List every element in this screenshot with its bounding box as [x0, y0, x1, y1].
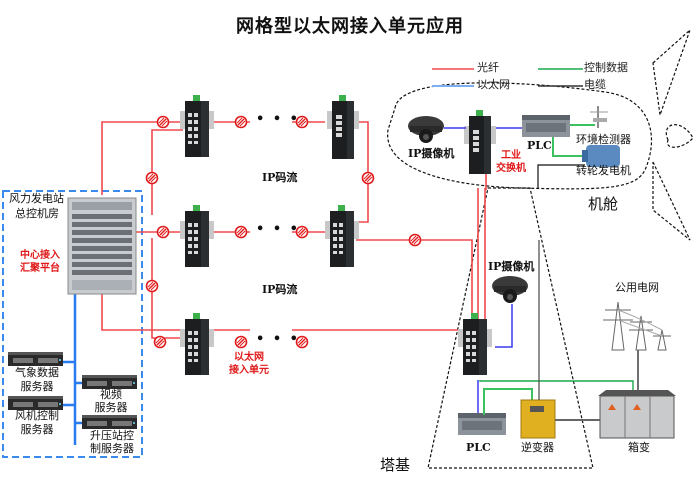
fiber-connector-icon — [145, 171, 159, 185]
industrial-switch-icon — [464, 110, 496, 174]
weather-server-label-line1: 气象数据 — [15, 366, 59, 379]
ethernet-access-switch-icon — [180, 95, 214, 157]
control-room-label-line1: 风力发电站 — [9, 192, 64, 205]
substation-control-server-icon — [82, 415, 137, 429]
page-title: 网格型以太网接入单元应用 — [236, 16, 464, 37]
tower-camera-label: IP摄像机 — [488, 260, 535, 273]
plc-icon — [522, 115, 570, 137]
fiber-connector-icon — [156, 115, 170, 129]
fiber-connector-icon — [145, 279, 159, 293]
environment-monitor-icon — [590, 106, 608, 128]
weather-server-label-line2: 服务器 — [20, 380, 54, 393]
inverter-icon — [520, 399, 556, 439]
video-server-label-line1: 视频 — [100, 388, 122, 401]
ethernet-access-switch-icon — [325, 205, 359, 267]
video-server-label-line2: 服务器 — [94, 401, 128, 414]
video-server-icon — [82, 375, 137, 389]
control-room-boundary — [2, 190, 143, 458]
ethernet-access-switch-icon — [327, 95, 359, 159]
tower-base-outline — [427, 187, 594, 469]
legend-label-ethernet: 以太网 — [477, 78, 510, 91]
access-unit-label-line2: 接入单元 — [229, 365, 269, 376]
fiber-connector-icon — [234, 335, 248, 349]
ethernet-access-switch-icon — [180, 313, 214, 375]
substation-server-label-line1: 升压站控 — [90, 429, 134, 442]
box-transformer-icon — [598, 390, 676, 439]
ellipsis-bottom: • • • — [256, 332, 300, 347]
ethernet-access-switch-icon — [458, 313, 492, 375]
turbine-blade-bottom — [652, 161, 691, 241]
turbine-control-server-label-line1: 风机控制 — [15, 409, 59, 422]
control-room-label-line2: 总控机房 — [15, 207, 59, 220]
industrial-switch-label-line1: 工业 — [501, 150, 521, 161]
substation-server-label-line2: 制服务器 — [90, 442, 134, 455]
turbine-outline — [387, 29, 694, 469]
plc-icon — [458, 413, 506, 435]
turbine-control-server-icon — [8, 396, 63, 410]
turbine-hub — [665, 124, 694, 148]
turbine-control-server-label-line2: 服务器 — [20, 423, 54, 436]
legend-label-cable: 电缆 — [584, 78, 606, 91]
core-aggregation-chassis-icon — [67, 197, 137, 295]
ip-stream-label-top: IP码流 — [262, 171, 298, 184]
generator-icon — [582, 145, 620, 167]
access-unit-label-line1: 以太网 — [234, 352, 264, 363]
weather-server-icon — [8, 352, 63, 366]
fiber-ring — [101, 121, 487, 339]
nacelle-outline — [387, 82, 653, 190]
tower-plc-label: PLC — [466, 441, 491, 454]
nacelle-label: 机舱 — [588, 195, 619, 213]
fiber-connector-icon — [153, 335, 167, 349]
nacelle-camera-label: IP摄像机 — [408, 147, 455, 160]
public-grid-label: 公用电网 — [615, 281, 659, 294]
core-platform-label-line1: 中心接入 — [20, 250, 60, 261]
ip-camera-icon — [492, 276, 528, 303]
ellipsis-top: • • • — [256, 112, 300, 127]
fiber-connector-icon — [234, 115, 248, 129]
legend-label-control-data: 控制数据 — [584, 61, 628, 74]
legend-label-fiber: 光纤 — [477, 61, 499, 74]
core-platform-label-line2: 汇聚平台 — [20, 263, 60, 274]
env-monitor-label: 环境检测器 — [576, 133, 631, 146]
fiber-connector-icon — [156, 225, 170, 239]
ip-stream-label-bottom: IP码流 — [262, 283, 298, 296]
generator-label: 转轮发电机 — [576, 164, 631, 177]
fiber-connector-icon — [361, 171, 375, 185]
ip-camera-icon — [408, 116, 444, 143]
fiber-connector-icon — [408, 233, 422, 247]
industrial-switch-label-line2: 交换机 — [496, 163, 526, 174]
box-transformer-label: 箱变 — [628, 441, 650, 454]
ellipsis-middle: • • • — [256, 222, 300, 237]
tower-base-label: 塔基 — [380, 456, 411, 474]
turbine-blade-top — [652, 29, 691, 116]
nacelle-plc-label: PLC — [527, 139, 552, 152]
ethernet-access-switch-icon — [180, 205, 214, 267]
inverter-label: 逆变器 — [521, 441, 554, 454]
ethernet-bus — [62, 290, 84, 445]
power-grid-icon — [603, 301, 671, 351]
fiber-connector-icon — [234, 225, 248, 239]
